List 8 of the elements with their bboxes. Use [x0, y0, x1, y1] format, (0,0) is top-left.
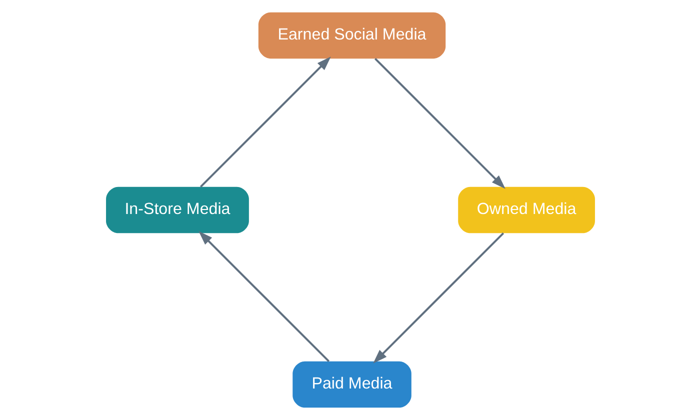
node-box: Paid Media	[292, 361, 411, 408]
arrow	[199, 56, 330, 188]
arrow	[198, 231, 330, 362]
arrow	[372, 232, 504, 364]
node-box: In-Store Media	[106, 186, 248, 234]
node-box: Owned Media	[458, 186, 594, 234]
arrow	[374, 58, 505, 189]
node-box: Earned Social Media	[258, 12, 446, 59]
